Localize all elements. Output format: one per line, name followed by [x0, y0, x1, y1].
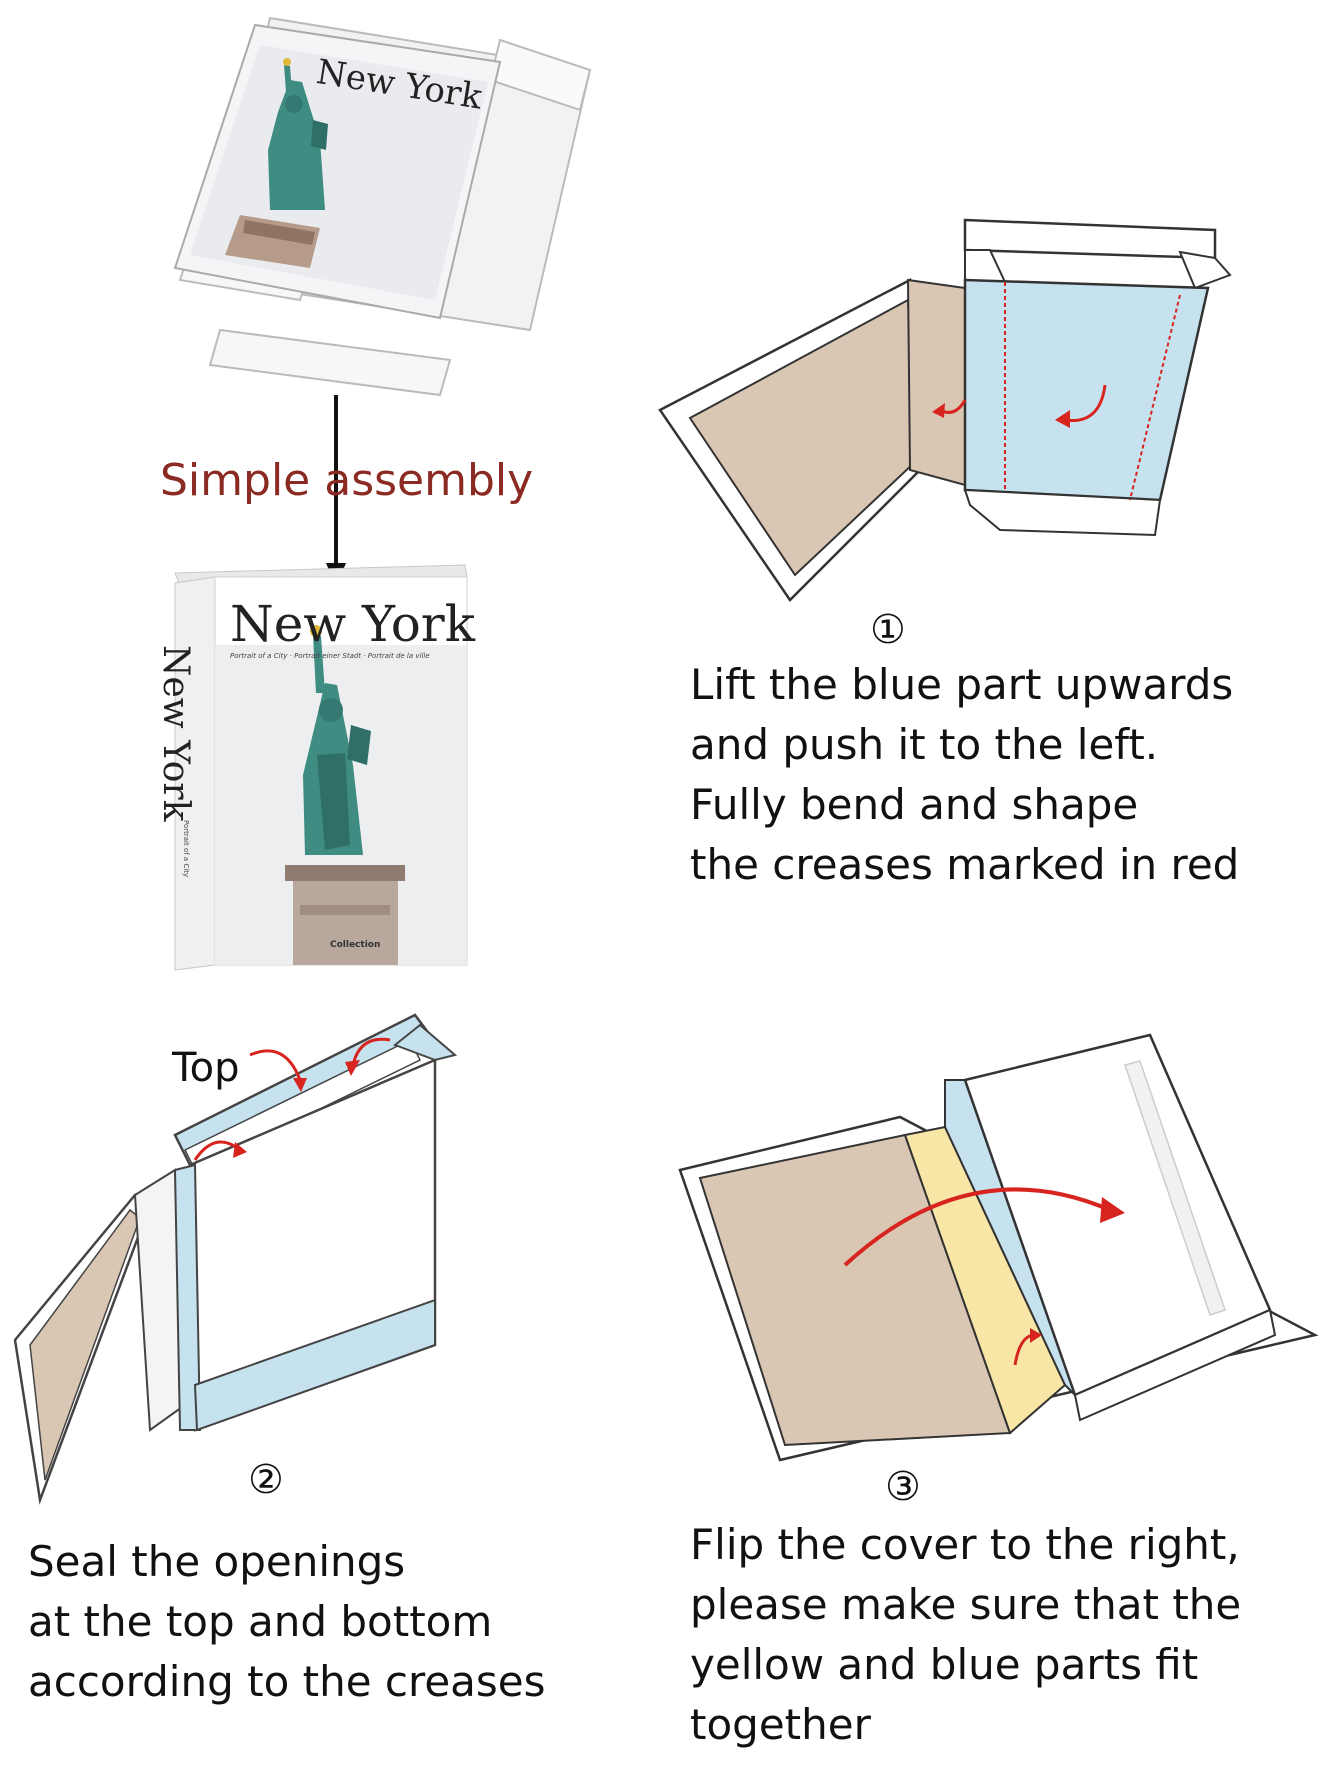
step2-top-label: Top	[172, 1045, 240, 1091]
step2-instructions: Seal the openings at the top and bottom …	[28, 1532, 546, 1712]
step2-diagram	[13, 1013, 458, 1505]
step1-line-4: the creases marked in red	[690, 840, 1240, 889]
step1-diagram	[658, 218, 1232, 602]
flat-box-illustration	[173, 16, 592, 397]
step2-line-1: Seal the openings	[28, 1537, 406, 1586]
step1-instructions: Lift the blue part upwards and push it t…	[690, 655, 1239, 895]
step3-line-3: yellow and blue parts fit	[690, 1640, 1199, 1689]
step2-line-3: according to the creases	[28, 1657, 546, 1706]
book-collection-label: Collection	[330, 940, 381, 950]
caption-simple-assembly: Simple assembly	[160, 455, 534, 506]
assembled-book-illustration	[174, 564, 468, 971]
step3-line-1: Flip the cover to the right,	[690, 1520, 1240, 1569]
step1-line-2: and push it to the left.	[690, 720, 1159, 769]
step3-line-2: please make sure that the	[690, 1580, 1242, 1629]
step3-line-4: together	[690, 1700, 871, 1749]
book-cover-title: New York	[230, 595, 475, 653]
step1-line-1: Lift the blue part upwards	[690, 660, 1234, 709]
step2-number: ②	[248, 1457, 284, 1503]
book-spine-title: New York	[155, 645, 196, 822]
step2-line-2: at the top and bottom	[28, 1597, 493, 1646]
step3-diagram	[678, 1033, 1319, 1462]
book-cover-subtitle: Portrait of a City · Portrait einer Stad…	[230, 652, 430, 660]
step3-number: ③	[885, 1464, 921, 1510]
step3-instructions: Flip the cover to the right, please make…	[690, 1515, 1241, 1755]
step1-line-3: Fully bend and shape	[690, 780, 1139, 829]
book-spine-subtitle: Portrait of a City	[182, 820, 190, 878]
step1-number: ①	[870, 607, 906, 653]
